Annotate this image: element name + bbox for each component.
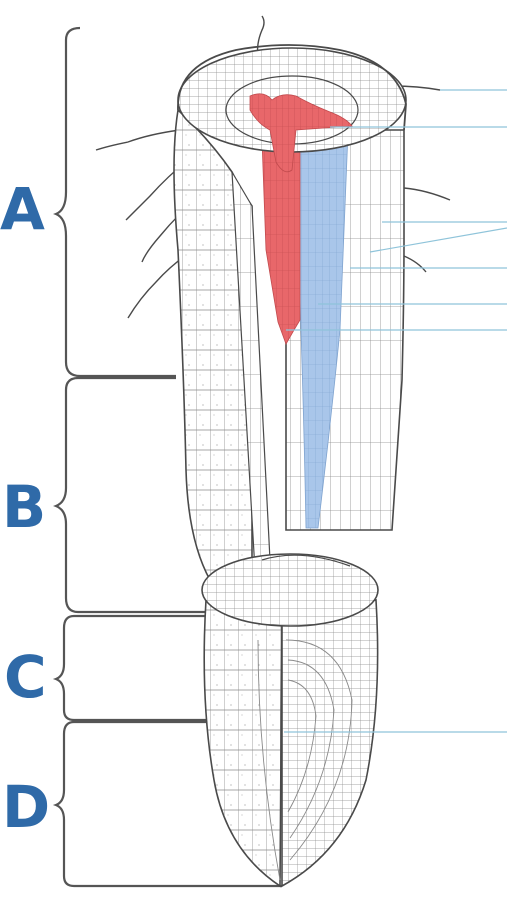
zone-bracket-c — [52, 614, 212, 722]
lower-root-section — [201, 553, 379, 888]
zone-label-b: B — [2, 473, 47, 541]
zone-label-c: C — [4, 643, 47, 711]
leader-line-4 — [369, 227, 507, 253]
zone-bracket-d — [52, 720, 282, 888]
zone-label-d: D — [2, 773, 51, 841]
zone-bracket-a — [53, 26, 176, 378]
zone-label-a: A — [0, 175, 45, 243]
leader-lines — [284, 89, 507, 733]
zone-bracket-b — [53, 376, 212, 614]
